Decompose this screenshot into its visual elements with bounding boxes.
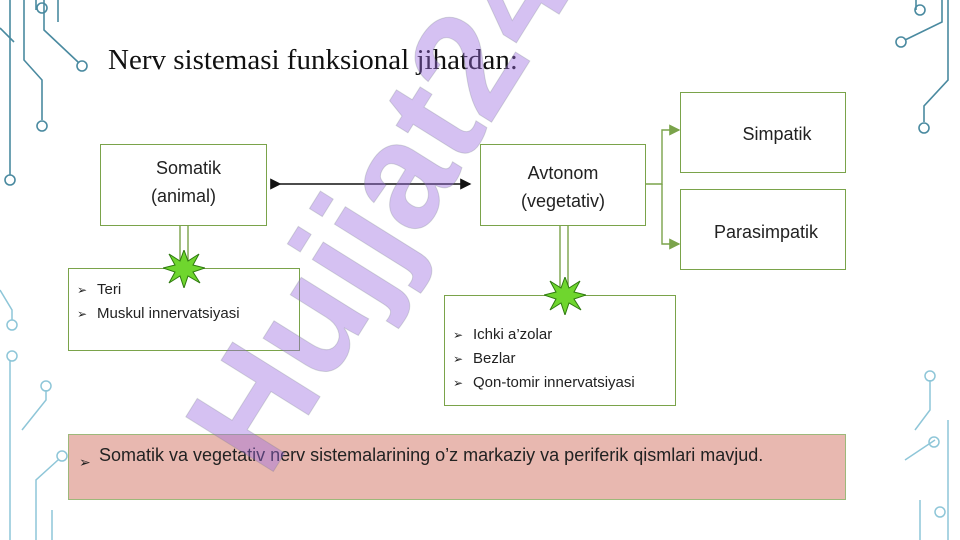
parasimpatik-label: Parasimpatik xyxy=(713,222,819,242)
simpatik-label: Simpatik xyxy=(742,124,812,144)
list-item: ➢Qon-tomir innervatsiyasi xyxy=(453,371,675,395)
note-text: Somatik va vegetativ nerv sistemalarinin… xyxy=(99,445,764,465)
avtonom-box: Avtonom (vegetativ) xyxy=(480,144,646,226)
somatik-list: ➢Teri ➢Muskul innervatsiyasi xyxy=(69,269,299,326)
arrow-bullet-icon: ➢ xyxy=(453,352,464,366)
starburst-icon xyxy=(163,250,205,288)
list-item: ➢Muskul innervatsiyasi xyxy=(77,302,299,326)
list-item: ➢Ichki a’zolar xyxy=(453,323,675,347)
avtonom-list-box: ➢Ichki a’zolar ➢Bezlar ➢Qon-tomir innerv… xyxy=(444,295,676,406)
somatik-label: Somatik xyxy=(155,158,222,178)
arrow-bullet-icon: ➢ xyxy=(453,376,464,390)
arrow-bullet-icon: ➢ xyxy=(77,307,88,321)
avtonom-sublabel: (vegetativ) xyxy=(520,191,606,211)
list-item: ➢Bezlar xyxy=(453,347,675,371)
list-item: ➢Teri xyxy=(77,278,299,302)
avtonom-down-link xyxy=(559,226,569,290)
arrow-to-simpatik xyxy=(646,124,681,185)
starburst-icon xyxy=(544,277,586,315)
somatik-down-link xyxy=(179,226,189,265)
somatik-box: Somatik (animal) xyxy=(100,144,267,226)
arrow-bullet-icon: ➢ xyxy=(77,283,88,297)
somatik-sublabel: (animal) xyxy=(150,186,216,206)
note-box: ➢ Somatik va vegetativ nerv sistemalarin… xyxy=(68,434,846,500)
arrow-bullet-icon: ➢ xyxy=(79,454,91,470)
simpatik-box: Simpatik xyxy=(680,92,846,173)
arrow-to-parasimpatik xyxy=(661,184,681,250)
page-title: Nerv sistemasi funksional jihatdan: xyxy=(108,44,518,76)
parasimpatik-box: Parasimpatik xyxy=(680,189,846,270)
avtonom-list: ➢Ichki a’zolar ➢Bezlar ➢Qon-tomir innerv… xyxy=(445,296,675,395)
avtonom-label: Avtonom xyxy=(527,163,599,183)
arrow-bullet-icon: ➢ xyxy=(453,328,464,342)
